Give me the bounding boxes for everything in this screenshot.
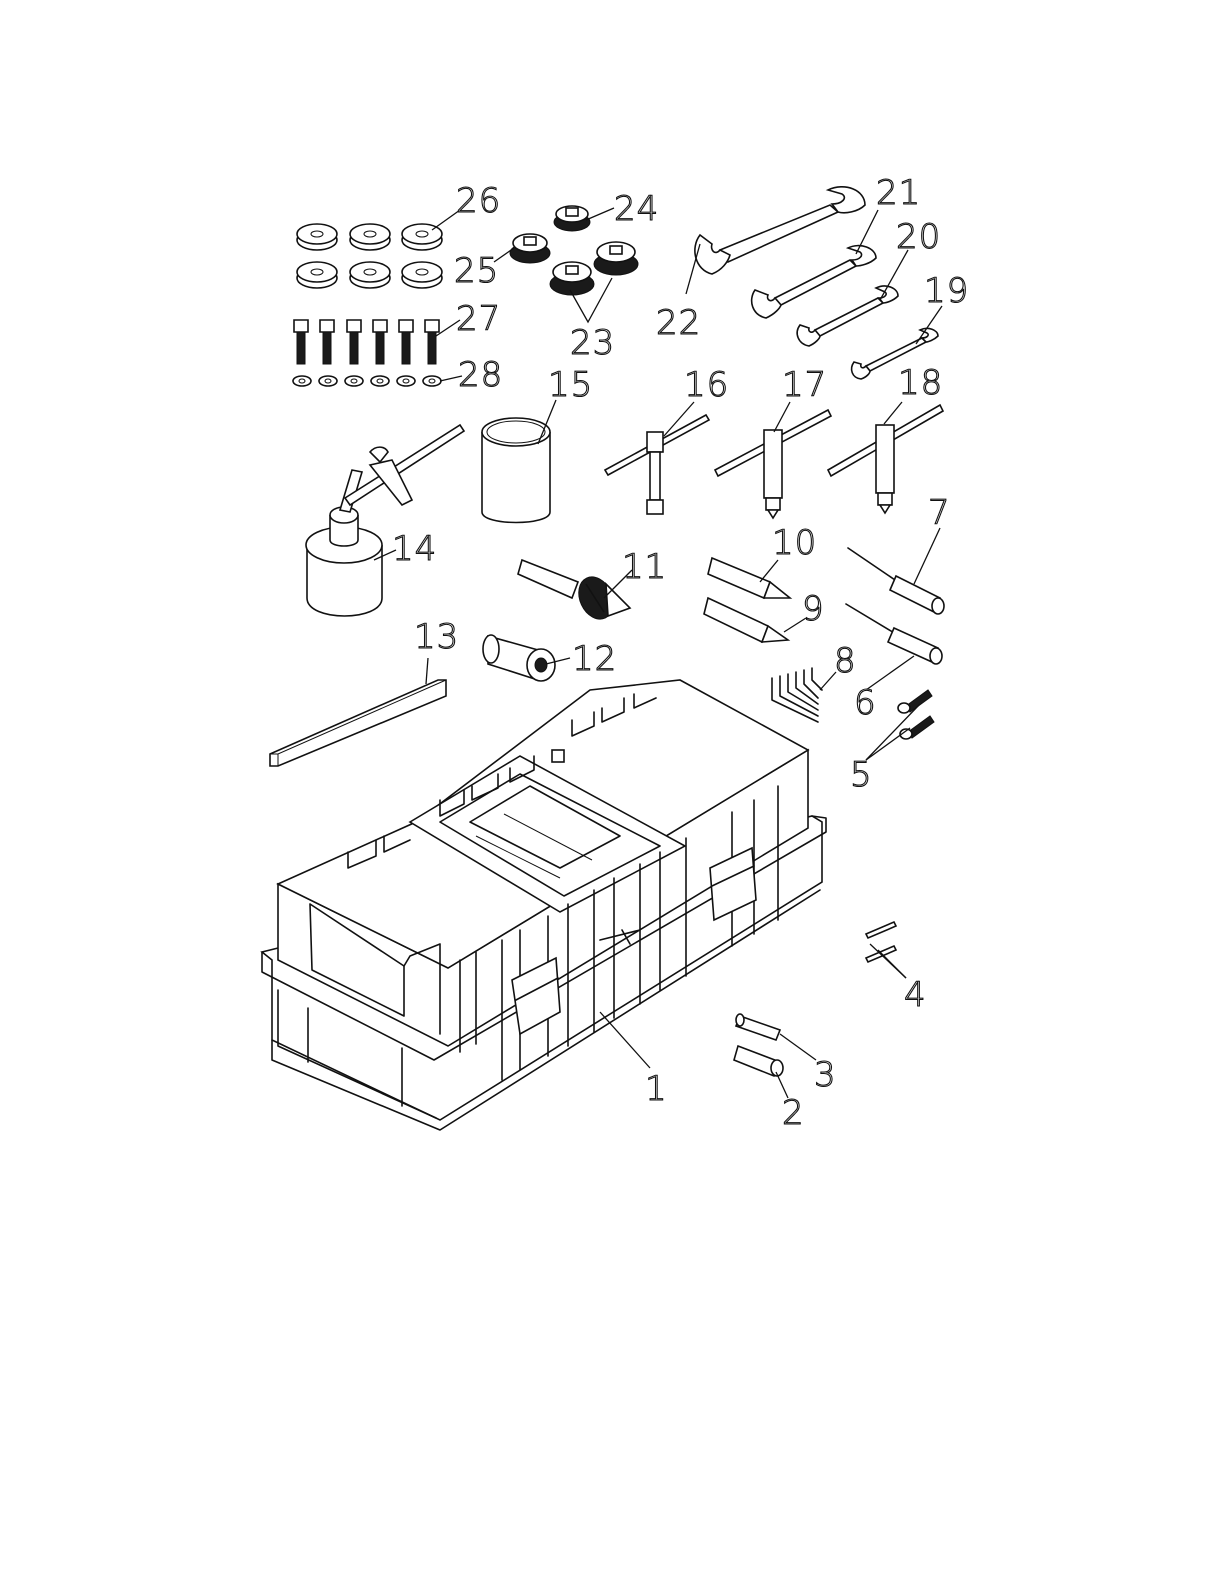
part-26-washers xyxy=(297,224,442,288)
part-12-bushing xyxy=(483,635,555,681)
label-26: 26 xyxy=(456,181,501,221)
label-6: 6 xyxy=(854,683,877,723)
label-23: 23 xyxy=(570,323,615,363)
label-21: 21 xyxy=(876,173,921,213)
label-28: 28 xyxy=(458,355,503,395)
label-22: 22 xyxy=(656,303,701,343)
part-3-shaft xyxy=(736,1014,780,1040)
part-2-shaft xyxy=(734,1046,783,1076)
label-17: 17 xyxy=(782,365,827,405)
part-25-gear xyxy=(510,234,550,263)
label-2: 2 xyxy=(782,1093,805,1133)
part-15-sleeve xyxy=(482,418,550,523)
part-5-screws xyxy=(898,690,934,739)
part-23-gear-b xyxy=(550,262,594,295)
label-20: 20 xyxy=(896,217,941,257)
part-21-wrench xyxy=(752,246,876,318)
part-6-screwdriver xyxy=(846,604,942,664)
part-24-gear xyxy=(554,206,590,231)
label-25: 25 xyxy=(454,251,499,291)
label-27: 27 xyxy=(456,299,501,339)
label-9: 9 xyxy=(802,589,825,629)
part-8-hex-keys xyxy=(772,668,822,722)
label-13: 13 xyxy=(414,617,459,657)
part-4-pins xyxy=(866,922,896,962)
part-7-screwdriver xyxy=(848,548,944,614)
part-16-t-key xyxy=(605,415,709,514)
part-23-gear-a xyxy=(594,242,638,275)
part-11-live-center xyxy=(518,560,630,625)
part-9-dead-center xyxy=(704,598,788,642)
label-5: 5 xyxy=(850,755,873,795)
label-12: 12 xyxy=(572,639,617,679)
part-28-nuts xyxy=(293,376,441,386)
label-24: 24 xyxy=(614,189,659,229)
label-8: 8 xyxy=(834,641,857,681)
label-7: 7 xyxy=(928,493,951,533)
label-11: 11 xyxy=(622,547,667,587)
part-13-wedge xyxy=(270,680,446,766)
label-15: 15 xyxy=(548,365,593,405)
label-16: 16 xyxy=(684,365,729,405)
label-10: 10 xyxy=(772,523,817,563)
label-14: 14 xyxy=(392,529,437,569)
part-10-dead-center xyxy=(708,558,790,598)
label-4: 4 xyxy=(904,975,927,1015)
part-27-bolts xyxy=(294,320,439,364)
part-17-t-key xyxy=(715,410,831,518)
label-18: 18 xyxy=(898,363,943,403)
part-22-wrench xyxy=(695,187,865,274)
part-14-oil-can xyxy=(306,425,464,616)
label-3: 3 xyxy=(814,1055,837,1095)
label-19: 19 xyxy=(924,271,969,311)
label-1: 1 xyxy=(645,1069,668,1109)
